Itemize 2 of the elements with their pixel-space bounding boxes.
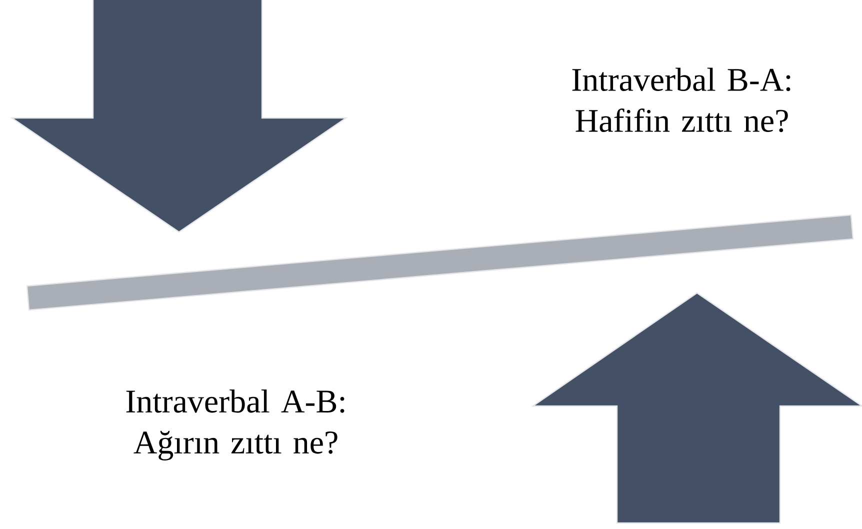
caption-text: Intraverbal A-B: Ağırın zıttı ne?	[126, 389, 344, 460]
caption-text: Intraverbal B-A: Hafifin zıttı ne?	[572, 68, 790, 132]
